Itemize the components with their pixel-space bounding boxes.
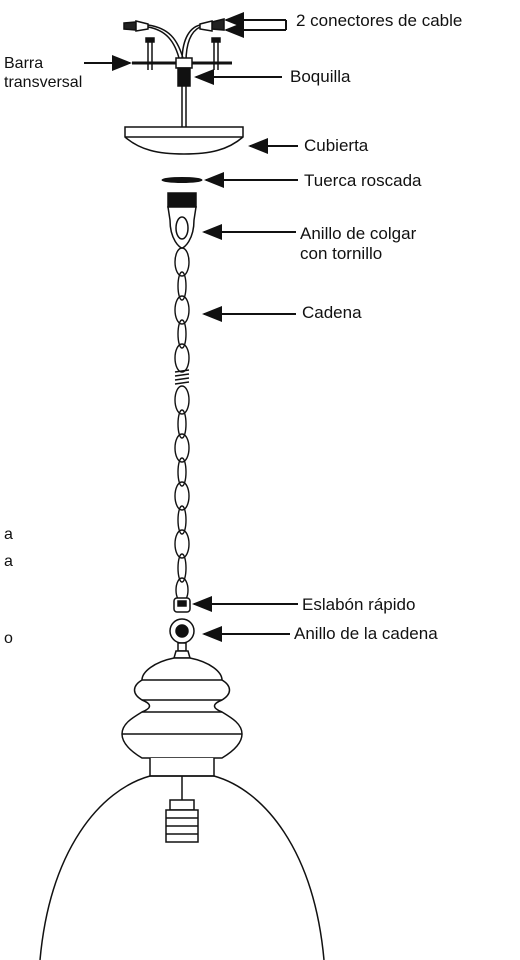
cropped-text-fragment: a (4, 553, 13, 570)
quick-link (173, 597, 191, 613)
label-chain: Cadena (302, 303, 362, 322)
chain-upper (174, 247, 190, 377)
label-canopy: Cubierta (304, 136, 369, 155)
label-chain-ring: Anillo de la cadena (294, 624, 438, 643)
lamp-socket (165, 776, 199, 843)
label-threaded-nut: Tuerca roscada (304, 171, 422, 190)
nipple (175, 57, 193, 128)
label-quick-link: Eslabón rápido (302, 595, 416, 614)
chain-ring (169, 618, 195, 659)
callout-arrows (84, 12, 298, 642)
cropped-text-fragment: o (4, 630, 13, 647)
cable-connectors (123, 18, 225, 63)
chain-lower (174, 377, 190, 603)
hanging-loop (167, 192, 197, 249)
label-cable-connectors: 2 conectores de cable (296, 11, 463, 30)
lamp-finial (121, 657, 243, 777)
canopy (124, 126, 244, 155)
label-crossbar: Barra transversal (4, 55, 83, 92)
label-nipple: Boquilla (290, 67, 351, 86)
cropped-text-fragment: a (4, 526, 13, 543)
label-hanging-ring: Anillo de colgar con tornillo (300, 224, 417, 264)
threaded-nut (161, 177, 203, 183)
